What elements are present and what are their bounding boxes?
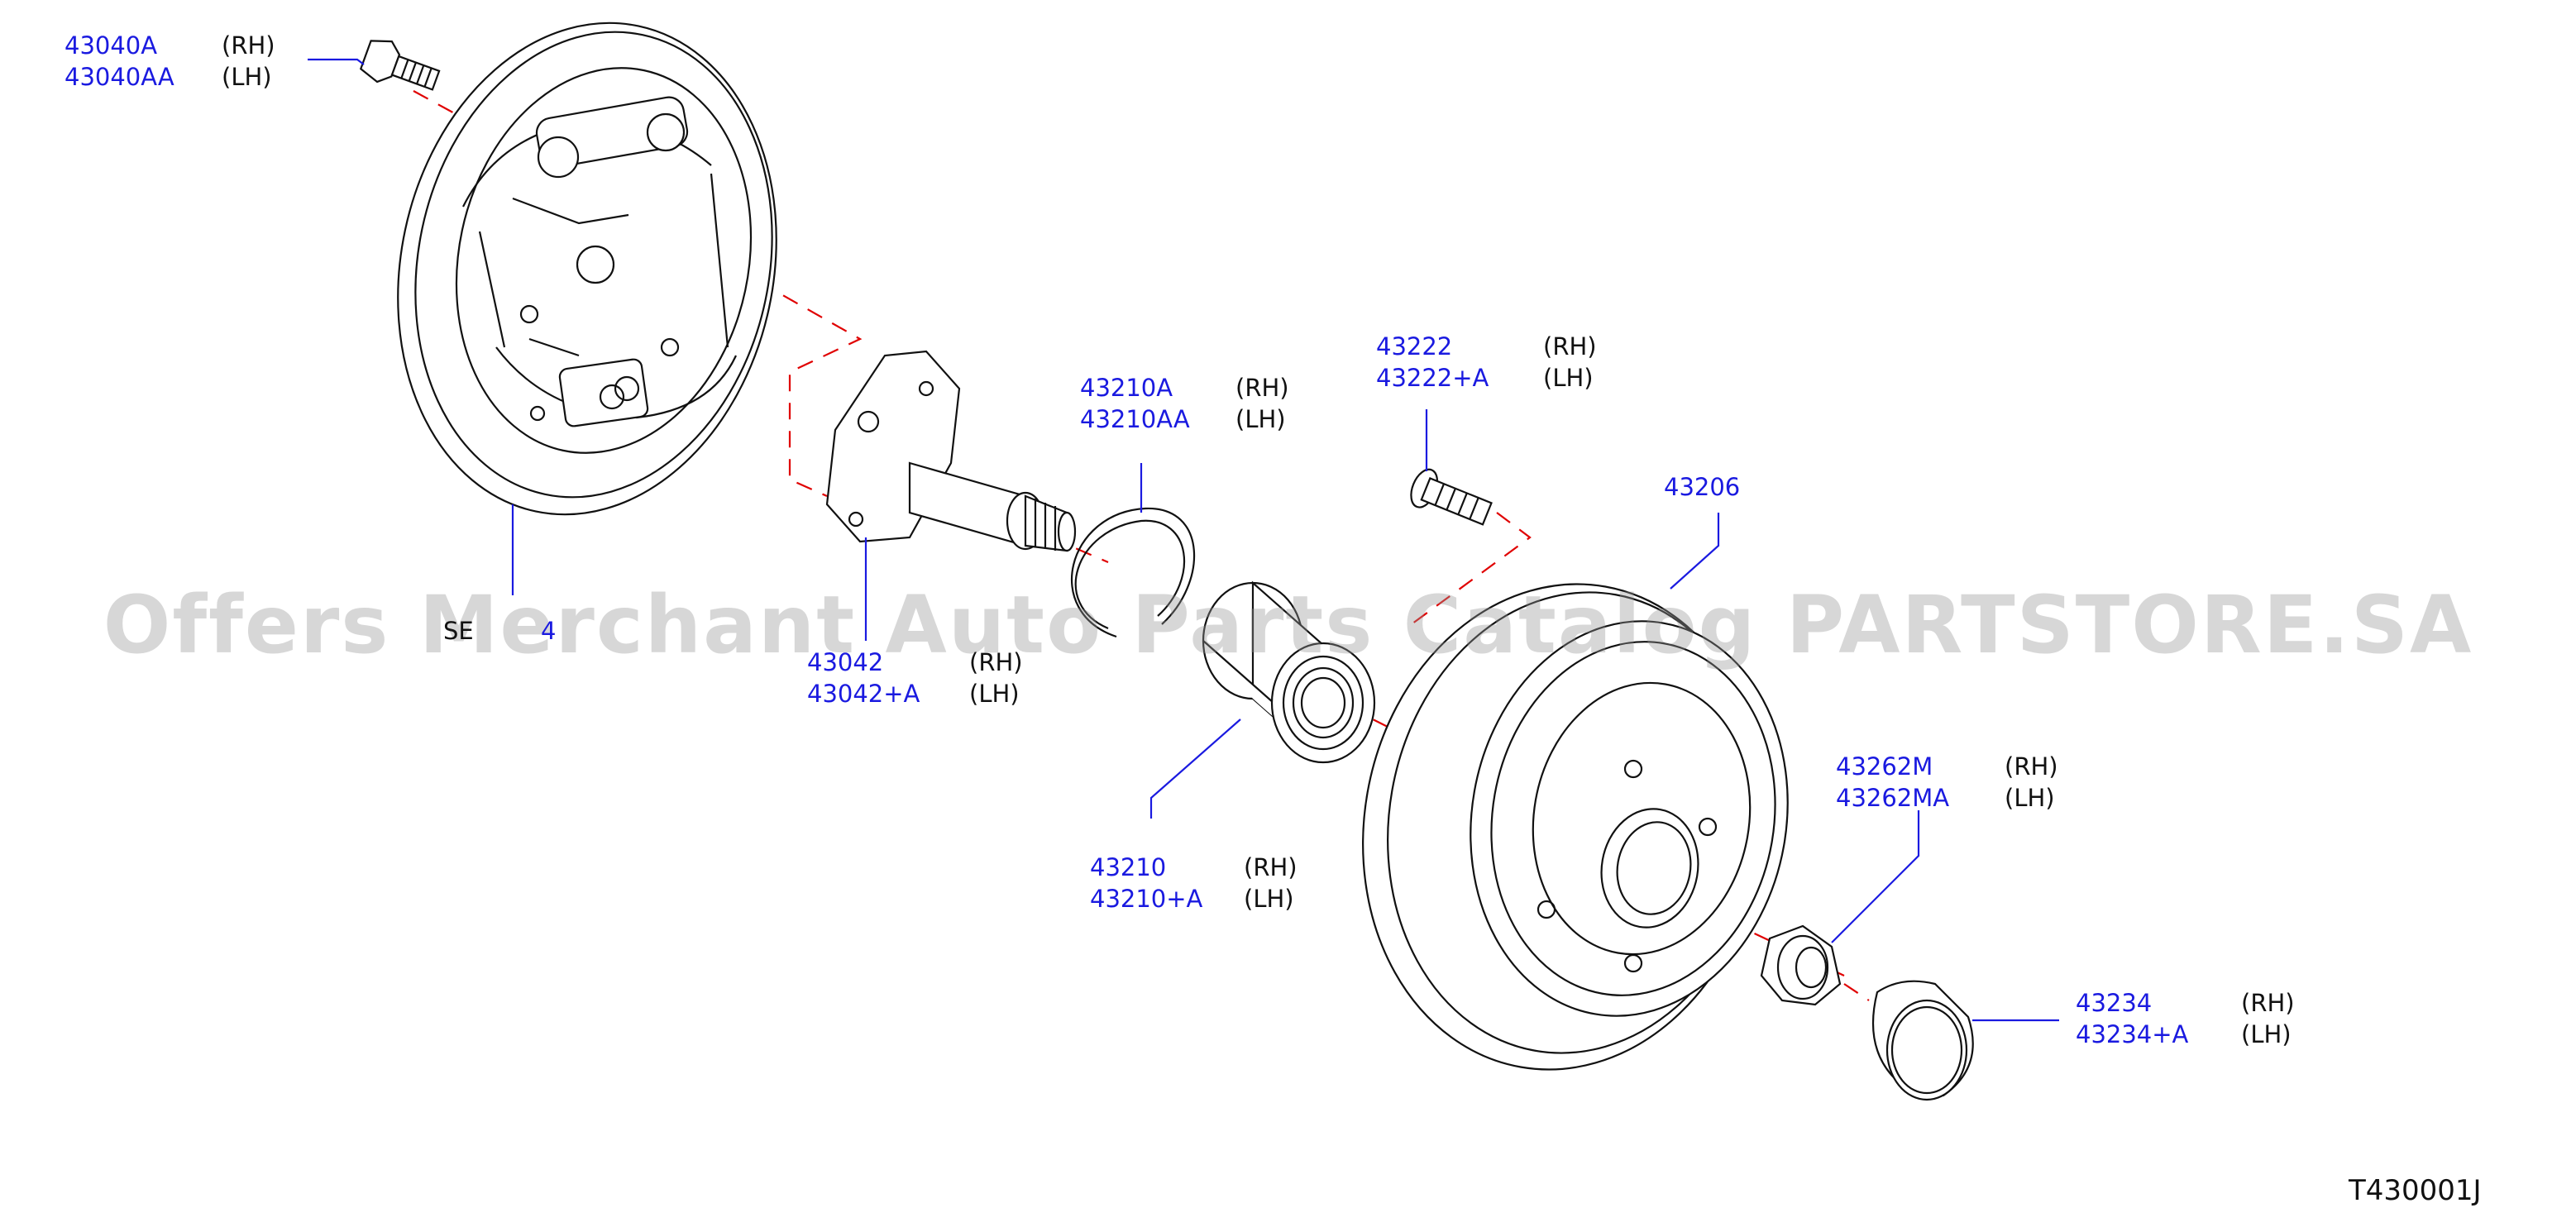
side-label: (LH) [2241,1020,2292,1048]
part-number-link[interactable]: 43040AA [65,63,174,91]
part-number-link[interactable]: 43222 [1376,332,1453,360]
grease-cap [1871,980,1974,1101]
side-label: (LH) [222,63,272,91]
part-number-link[interactable]: 43040A [65,31,158,60]
side-label: (RH) [222,31,275,60]
snap-ring [1071,507,1196,638]
wheel-stud [1410,468,1493,526]
centerline-plate-to-spindle [611,198,863,498]
brake-backing-plate [397,21,777,516]
brake-drum [1362,583,1789,1071]
part-number-link[interactable]: 43262MA [1836,784,1950,812]
section-reference-label: SE [443,617,474,645]
side-label: (LH) [2005,784,2055,812]
part-number-link[interactable]: 43234 [2076,989,2153,1017]
hub-bolt [359,40,441,91]
side-label: (RH) [2241,989,2295,1017]
side-label: (RH) [2005,752,2058,781]
side-label: (LH) [1543,364,1594,392]
wheel-bearing [1202,580,1376,764]
side-label: (RH) [1543,332,1597,360]
part-number-link[interactable]: 43042+A [807,680,920,708]
lock-nut [1760,924,1842,1006]
section-reference-number[interactable]: 4 [540,617,557,645]
side-label: (RH) [1235,374,1289,402]
side-label: (RH) [969,648,1023,676]
part-number-link[interactable]: 43206 [1664,473,1741,501]
part-number-link[interactable]: 43210AA [1080,405,1190,433]
side-label: (LH) [1244,885,1294,913]
side-label: (RH) [1244,853,1298,881]
part-number-link[interactable]: 43210A [1080,374,1173,402]
part-number-link[interactable]: 43042 [807,648,884,676]
drawing-code: T430001J [2349,1174,2482,1207]
leader-lines [308,58,2059,1022]
part-number-link[interactable]: 43210+A [1090,885,1203,913]
part-number-link[interactable]: 43210 [1090,853,1167,881]
section-reference[interactable]: SE 4 [443,617,556,645]
part-number-link[interactable]: 43222+A [1376,364,1489,392]
part-number-link[interactable]: 43234+A [2076,1020,2189,1048]
part-number-link[interactable]: 43262M [1836,752,1933,781]
side-label: (LH) [969,680,1020,708]
axle-spindle [825,350,1077,552]
side-label: (LH) [1235,405,1286,433]
watermark: Offers Merchant Auto Parts Catalog PARTS… [103,579,2473,671]
